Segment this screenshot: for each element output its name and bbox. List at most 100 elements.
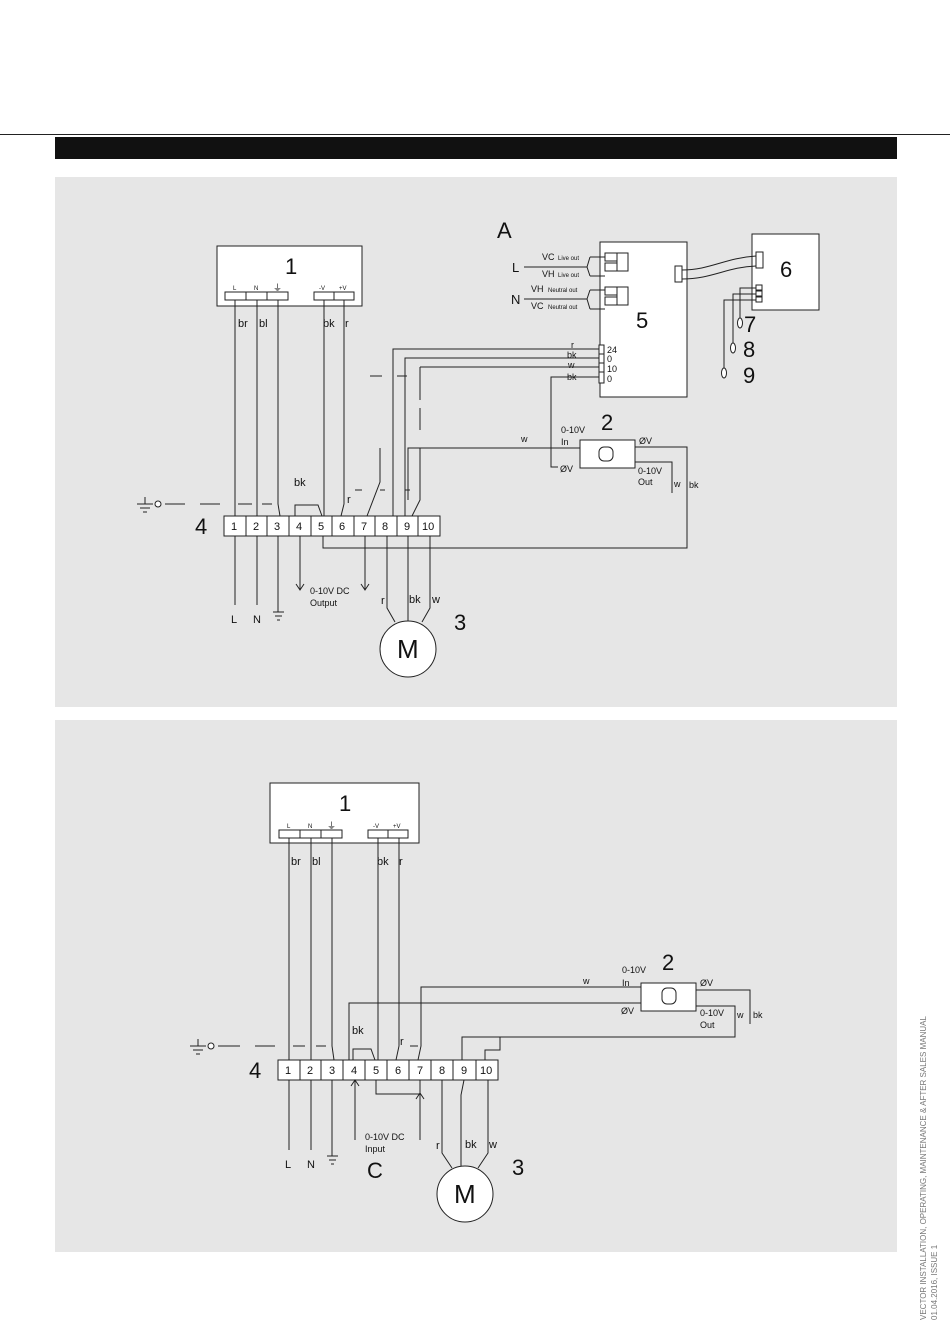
- wire-label-bk: bk: [377, 856, 389, 868]
- input-vc-live: VC: [542, 252, 555, 262]
- power-supply-c: 1 L N ⏚ -V +V br bl bk r: [269, 782, 420, 868]
- term-10: 10: [422, 521, 434, 533]
- conv-out-sub: Out: [638, 477, 653, 487]
- terminal-block-number: 4: [195, 514, 207, 539]
- side-caption-line1: VECTOR INSTALLATION, OPERATING, MAINTENA…: [919, 1016, 928, 1320]
- ps-terminal-plus-v: +V: [339, 286, 347, 292]
- conv-in-label: 0-10V: [561, 425, 585, 435]
- wire-label-br: br: [238, 318, 248, 330]
- power-supply-number: 1: [339, 791, 351, 816]
- side-caption: VECTOR INSTALLATION, OPERATING, MAINTENA…: [918, 1016, 940, 1320]
- motor-wire-r: r: [436, 1140, 440, 1152]
- term-5: 5: [318, 521, 324, 533]
- motor-wire-bk: bk: [409, 594, 421, 606]
- ps-terminal-earth: ⏚: [273, 283, 282, 293]
- power-supply-a: 1 L N ⏚ -V +V br bl bk r: [216, 245, 363, 330]
- term-2: 2: [307, 1065, 313, 1077]
- diagram-c-panel: [55, 720, 897, 1252]
- sensor-8: 8: [743, 337, 755, 362]
- motor-a: M 3 r bk w: [379, 536, 466, 678]
- motor-number: 3: [512, 1155, 524, 1180]
- top-rule: [0, 134, 950, 135]
- input-vh-neutral: VH: [531, 284, 544, 294]
- ps-terminal-l: L: [287, 824, 291, 830]
- bottom-label-l: L: [285, 1159, 291, 1171]
- term-6: 6: [395, 1065, 401, 1077]
- conv-zero-bottom: ØV: [621, 1006, 634, 1016]
- terminal-block-a: 4 1 2 3 4 5 6 7 8 9 10 bk r: [137, 448, 441, 549]
- term-3: 3: [329, 1065, 335, 1077]
- room-unit-a: 6 7 8 9: [674, 233, 820, 388]
- conv-out-label: 0-10V: [638, 466, 662, 476]
- wire-label-br: br: [291, 856, 301, 868]
- conv-wire-in: w: [582, 976, 590, 986]
- term-10: 10: [480, 1065, 492, 1077]
- conv-wire-out-w: w: [736, 1010, 744, 1020]
- sig-w: w: [567, 360, 575, 370]
- pin-0b: 0: [607, 374, 612, 384]
- ps-terminal-n: N: [254, 286, 258, 292]
- motor-wire-w: w: [431, 594, 440, 606]
- pin-0a: 0: [607, 354, 612, 364]
- wire-label-r: r: [399, 856, 403, 868]
- term-1: 1: [285, 1065, 291, 1077]
- controller-number: 5: [636, 308, 648, 333]
- power-supply-number: 1: [285, 254, 297, 279]
- conv-wire-out-w: w: [673, 479, 681, 489]
- sensor-7: 7: [744, 312, 756, 337]
- input-vc-neutral: VC: [531, 301, 544, 311]
- controller-live-label: L: [512, 260, 519, 275]
- controller-neutral-label: N: [511, 292, 520, 307]
- term-2: 2: [253, 521, 259, 533]
- term-4: 4: [296, 521, 302, 533]
- side-caption-line2: 01.04.2016, ISSUE 1: [930, 1244, 939, 1320]
- signal-out-line2: Output: [310, 598, 338, 608]
- input-vc-neutral-sub: Neutral out: [548, 305, 578, 311]
- conv-in-label: 0-10V: [622, 965, 646, 975]
- conv-zero-top: ØV: [639, 436, 652, 446]
- conv-out-label: 0-10V: [700, 1008, 724, 1018]
- motor-symbol: M: [397, 634, 419, 664]
- converter-number: 2: [662, 950, 674, 975]
- term-6: 6: [339, 521, 345, 533]
- term-9: 9: [404, 521, 410, 533]
- term-7: 7: [361, 521, 367, 533]
- conv-out-sub: Out: [700, 1020, 715, 1030]
- term-8: 8: [382, 521, 388, 533]
- term-5: 5: [373, 1065, 379, 1077]
- wire-label-r: r: [345, 318, 349, 330]
- input-vc-live-sub: Live out: [558, 256, 579, 262]
- bottom-label-n: N: [253, 614, 261, 626]
- diagram-c: 1 L N ⏚ -V +V br bl bk r 2 0-10V In ØV Ø…: [190, 782, 763, 1223]
- conv-wire-in: w: [520, 434, 528, 444]
- motor-symbol: M: [454, 1179, 476, 1209]
- motor-c: M 3 r bk w: [436, 1079, 524, 1223]
- terminal-block-number: 4: [249, 1058, 261, 1083]
- bridge-label-bk: bk: [294, 477, 306, 489]
- input-vh-live-sub: Live out: [558, 273, 579, 279]
- ps-terminal-l: L: [233, 286, 237, 292]
- motor-number: 3: [454, 610, 466, 635]
- ps-terminal-n: N: [308, 824, 312, 830]
- terminal-block-c: 4 1 2 3 4 5 6 7 8 9 10 bk r: [190, 1002, 499, 1083]
- pin-10: 10: [607, 364, 617, 374]
- conv-in-sub: In: [622, 978, 630, 988]
- bottom-label-n: N: [307, 1159, 315, 1171]
- diagram-a: A 1 L N ⏚ -V +V br bl bk r 5: [137, 218, 820, 678]
- wire-label-bl: bl: [259, 318, 268, 330]
- sig-bk: bk: [567, 350, 577, 360]
- term-7: 7: [417, 1065, 423, 1077]
- diagram-c-label: C: [367, 1158, 383, 1183]
- pin-24: 24: [607, 345, 617, 355]
- motor-wire-r: r: [381, 595, 385, 607]
- wire-label-bl: bl: [312, 856, 321, 868]
- section-header-bar: [55, 137, 897, 159]
- ps-terminal-plus-v: +V: [393, 824, 401, 830]
- input-vh-neutral-sub: Neutral out: [548, 288, 578, 294]
- bridge-label-r: r: [400, 1036, 404, 1048]
- signal-in-line2: Input: [365, 1144, 386, 1154]
- converter-a: 2 0-10V In ØV ØV 0-10V Out w w bk: [322, 410, 699, 549]
- controller-a: 5 L N VC Live out VH Live out VH Neutral…: [511, 241, 688, 398]
- sig-r: r: [571, 340, 574, 350]
